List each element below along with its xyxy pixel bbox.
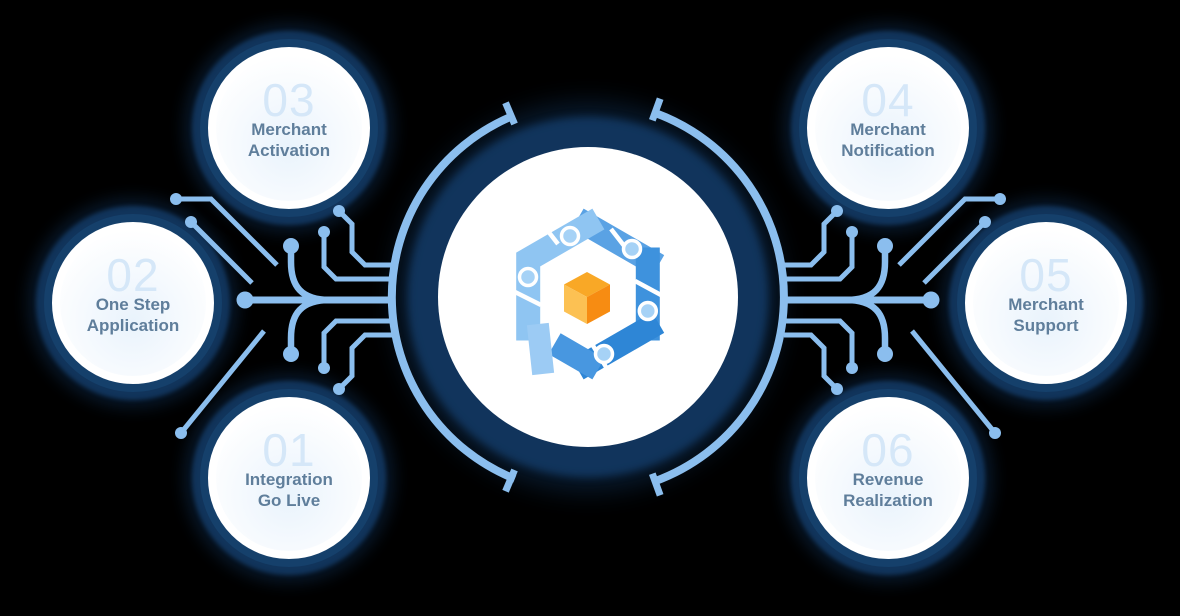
node-label-line: Go Live: [257, 491, 321, 510]
node-label: Revenue Realization: [843, 469, 933, 511]
arc-tick: [649, 97, 664, 122]
node-label-line: Notification: [841, 141, 935, 160]
node-label: Merchant Support: [1008, 294, 1084, 336]
node-number: 06: [861, 424, 915, 476]
node-label: Merchant Activation: [248, 119, 330, 161]
node-label-line: Revenue: [852, 470, 924, 489]
node-05: 05 Merchant Support: [957, 214, 1135, 392]
node-label-line: Integration: [245, 470, 333, 489]
node-03: 03 Merchant Activation: [200, 39, 378, 217]
node-label-line: One Step: [95, 295, 171, 314]
node-label: Merchant Notification: [841, 119, 935, 161]
node-number: 01: [262, 424, 316, 476]
node-03-disc: 03 Merchant Activation: [216, 55, 362, 201]
node-02-disc: 02 One Step Application: [60, 230, 206, 376]
arc-tick: [502, 468, 518, 493]
circuit-node-icon: [593, 343, 615, 365]
node-06-disc: 06 Revenue Realization: [815, 405, 961, 551]
hexagon-circuit-cube-logo: [513, 208, 665, 380]
node-label-line: Realization: [843, 491, 933, 510]
node-label-line: Merchant: [850, 120, 926, 139]
node-label: One Step Application: [87, 294, 180, 336]
node-number: 05: [1019, 249, 1073, 301]
node-label-line: Support: [1013, 316, 1079, 335]
p-stem: [526, 322, 555, 376]
arc-tick: [502, 101, 518, 126]
node-number: 03: [262, 74, 316, 126]
node-02: 02 One Step Application: [44, 214, 222, 392]
node-01: 01 Integration Go Live: [200, 389, 378, 567]
node-label: Integration Go Live: [245, 469, 333, 511]
cube-icon: [564, 272, 610, 324]
circuit-node-icon: [637, 300, 659, 322]
node-04-disc: 04 Merchant Notification: [815, 55, 961, 201]
node-number: 02: [106, 249, 160, 301]
circuit-node-icon: [559, 225, 581, 247]
circuit-node-icon: [517, 266, 539, 288]
node-number: 04: [861, 74, 915, 126]
node-04: 04 Merchant Notification: [799, 39, 977, 217]
node-label-line: Merchant: [1008, 295, 1084, 314]
hub-circle: [438, 147, 738, 447]
node-label-line: Application: [86, 316, 180, 335]
node-label-line: Activation: [247, 141, 331, 160]
node-06: 06 Revenue Realization: [799, 389, 977, 567]
node-label-line: Merchant: [251, 120, 327, 139]
circuit-node-icon: [621, 238, 643, 260]
node-05-disc: 05 Merchant Support: [973, 230, 1119, 376]
node-01-disc: 01 Integration Go Live: [216, 405, 362, 551]
arc-tick: [649, 472, 664, 497]
